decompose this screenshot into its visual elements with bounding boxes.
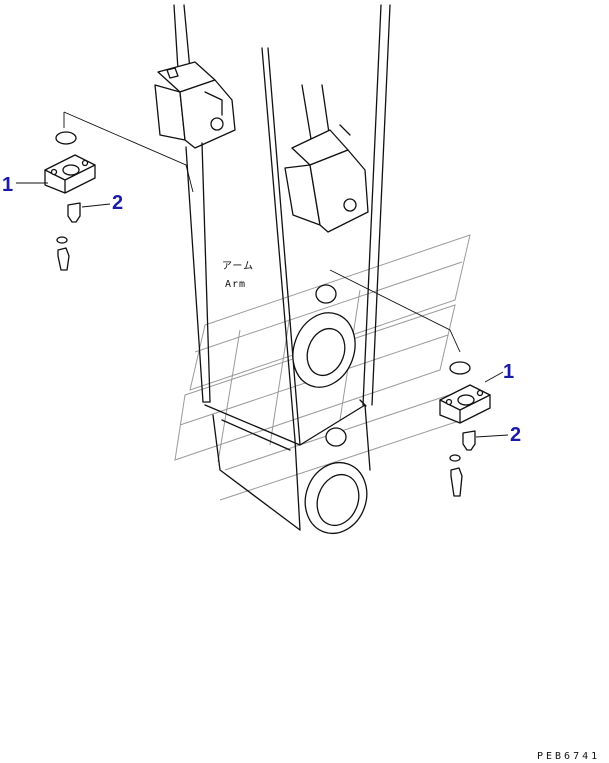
o-ring-left bbox=[55, 131, 77, 145]
arm-body bbox=[185, 4, 391, 531]
drawing-code: PEB6741 bbox=[537, 751, 600, 762]
bolt-right bbox=[450, 467, 463, 497]
arm-label-en: Arm bbox=[225, 279, 246, 290]
o-ring-right bbox=[449, 361, 471, 375]
washer-left bbox=[56, 236, 68, 244]
callout-1-left: 1 bbox=[2, 174, 13, 196]
right-hose-and-block bbox=[284, 84, 369, 233]
nipple-left bbox=[67, 202, 81, 223]
leader-lines bbox=[63, 111, 461, 353]
arm-label-jp: アーム bbox=[222, 260, 254, 272]
washer-right bbox=[449, 454, 461, 462]
callout-2-left: 2 bbox=[112, 192, 123, 214]
left-flange-assembly bbox=[44, 131, 96, 271]
left-hose-and-block bbox=[154, 4, 236, 149]
callout-2-right: 2 bbox=[510, 424, 521, 446]
arm-pin-bosses bbox=[292, 284, 368, 535]
nipple-right bbox=[462, 430, 476, 451]
callout-leaders bbox=[16, 182, 509, 438]
callout-1-right: 1 bbox=[503, 361, 514, 383]
bolt-left bbox=[57, 247, 70, 271]
right-flange-assembly bbox=[439, 361, 491, 497]
